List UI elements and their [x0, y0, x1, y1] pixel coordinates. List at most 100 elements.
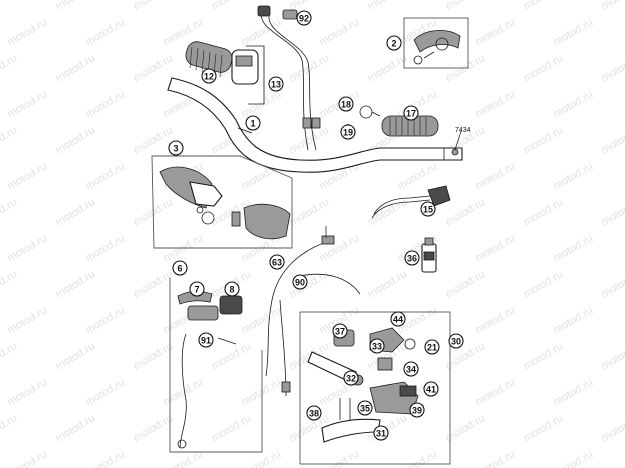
watermark-text: motod.ru [552, 448, 596, 468]
watermark-text: motod.ru [0, 124, 19, 156]
callout-circle [423, 381, 439, 397]
decompression-lever-box [169, 278, 263, 453]
callout-circle [424, 339, 440, 355]
callout-circle [448, 333, 464, 349]
watermark-text: motod.ru [522, 268, 566, 300]
callout-18: 18 [338, 96, 354, 112]
watermark-text: motod.ru [288, 196, 332, 228]
callout-number: 36 [407, 254, 417, 264]
callout-circle [403, 105, 419, 121]
callout-circle [390, 311, 406, 327]
callout-number: 7 [194, 285, 199, 295]
callout-number: 12 [204, 72, 214, 82]
callout-19: 19 [340, 124, 356, 140]
watermark-text: motod.ru [240, 16, 284, 48]
callout-number: 38 [309, 409, 319, 419]
callout-circle [268, 76, 284, 92]
lever-assembly-box [299, 311, 451, 465]
callout-number: 30 [451, 337, 461, 347]
callout-circle [420, 201, 436, 217]
callout-circle [172, 260, 188, 276]
callout-circle [332, 323, 348, 339]
callout-63: 63 [269, 254, 285, 270]
callout-number: 34 [406, 365, 416, 375]
watermark-text: motod.ru [522, 124, 566, 156]
watermark-text: motod.ru [600, 412, 625, 444]
watermark-text: motod.ru [318, 448, 362, 468]
watermark-text: motod.ru [522, 52, 566, 84]
throttle-cable [257, 5, 321, 151]
watermark-text: motod.ru [444, 52, 488, 84]
callout-92: 92 [296, 10, 312, 26]
watermark-text: motod.ru [552, 16, 596, 48]
callout-number: 37 [335, 327, 345, 337]
watermark-text: motod.ru [240, 88, 284, 120]
callout-17: 17 [403, 105, 419, 121]
callout-number: 6 [177, 264, 182, 274]
callout-39: 39 [409, 402, 425, 418]
watermark-text: motod.ru [600, 340, 625, 372]
callout-circle [201, 68, 217, 84]
watermark-text: motod.ru [474, 304, 518, 336]
callout-circle [369, 338, 385, 354]
watermark-text: motod.ru [600, 268, 625, 300]
callout-circle [340, 124, 356, 140]
watermark-text: motod.ru [132, 52, 176, 84]
callout-number: 19 [343, 128, 353, 138]
watermark-text: motod.ru [474, 376, 518, 408]
watermark-text: motod.ru [54, 0, 98, 13]
callout-number: 91 [201, 336, 211, 346]
callout-90: 90 [292, 274, 308, 290]
callout-2: 2 [386, 35, 402, 51]
watermark-text: motod.ru [474, 232, 518, 264]
callout-7: 7 [189, 281, 205, 297]
watermark-text: motod.ru [396, 160, 440, 192]
callout-number: 41 [426, 385, 436, 395]
callout-circle [373, 425, 389, 441]
callout-circle [338, 96, 354, 112]
watermark-text: motod.ru [444, 268, 488, 300]
watermark-text: motod.ru [132, 268, 176, 300]
watermark-text: motod.ru [318, 16, 362, 48]
watermark-text: motod.ru [54, 124, 98, 156]
watermark-text: motod.ru [54, 52, 98, 84]
callout-circle [306, 405, 322, 421]
watermark-text: motod.ru [552, 304, 596, 336]
watermark-text: motod.ru [600, 124, 625, 156]
callout-41: 41 [423, 381, 439, 397]
watermark-text: motod.ru [600, 0, 625, 13]
watermark-text: motod.ru [6, 304, 50, 336]
watermark-text: motod.ru [366, 52, 410, 84]
watermark-text: motod.ru [54, 268, 98, 300]
callout-number: 92 [299, 14, 309, 24]
watermark-text: motod.ru [444, 0, 488, 13]
callout-38: 38 [306, 405, 322, 421]
watermark-text: motod.ru [522, 196, 566, 228]
watermark-text: motod.ru [366, 0, 410, 13]
watermark-text: motod.ru [0, 196, 19, 228]
callout-37: 37 [332, 323, 348, 339]
watermark-text: motod.ru [84, 232, 128, 264]
callout-circle [296, 10, 312, 26]
watermark-text: motod.ru [0, 412, 19, 444]
plain-label-layer: 7434 [455, 127, 471, 134]
callout-circle [404, 250, 420, 266]
watermark-text: motod.ru [132, 0, 176, 13]
callout-8: 8 [224, 281, 240, 297]
callout-number: 21 [427, 343, 437, 353]
throttle-grip-assembly [185, 41, 265, 105]
callout-circle [403, 361, 419, 377]
callout-circle [357, 400, 373, 416]
callout-circle [198, 332, 214, 348]
watermark-text: motod.ru [0, 340, 19, 372]
watermark-text: motod.ru [288, 124, 332, 156]
callout-15: 15 [420, 201, 436, 217]
callout-12: 12 [201, 68, 217, 84]
callout-circle [343, 370, 359, 386]
callout-number: 1 [250, 119, 255, 129]
callout-13: 13 [268, 76, 284, 92]
callout-21: 21 [424, 339, 440, 355]
